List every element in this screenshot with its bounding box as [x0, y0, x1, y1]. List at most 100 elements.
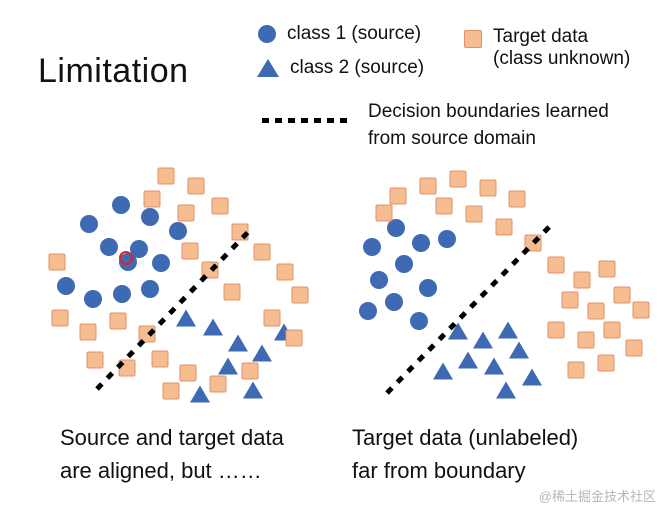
- right-cluster-class2_source-point: [433, 362, 453, 380]
- right-cluster-target_unknown-point: [508, 190, 526, 208]
- left-cluster-target_unknown-point: [211, 197, 229, 215]
- right-cluster-class1_source-point: [370, 271, 388, 289]
- right-cluster-class1_source-point: [385, 293, 403, 311]
- right-caption-line1: Target data (unlabeled): [352, 425, 579, 450]
- right-cluster-class2_source-point: [509, 341, 529, 359]
- right-cluster-class2_source-point: [458, 351, 478, 369]
- right-caption: Target data (unlabeled) far from boundar…: [352, 421, 578, 487]
- legend-target: Target data (class unknown): [464, 26, 630, 70]
- left-cluster-target_unknown-point: [291, 286, 309, 304]
- left-cluster-target_unknown-point: [201, 261, 219, 279]
- right-cluster-target_unknown-point: [632, 301, 650, 319]
- right-cluster-target_unknown-point: [577, 331, 595, 349]
- left-cluster-target_unknown-point: [276, 263, 294, 281]
- left-cluster-class1_source-point: [84, 290, 102, 308]
- left-cluster-class2_source-point: [243, 381, 263, 399]
- left-cluster-highlighted-point-ring: [119, 251, 133, 265]
- left-cluster-class1_source-point: [141, 208, 159, 226]
- legend-class2-label: class 2 (source): [290, 57, 425, 78]
- left-cluster-target_unknown-point: [109, 312, 127, 330]
- right-cluster-class1_source-point: [359, 302, 377, 320]
- right-cluster-target_unknown-point: [435, 197, 453, 215]
- right-cluster-target_unknown-point: [573, 271, 591, 289]
- left-cluster-target_unknown-point: [285, 329, 303, 347]
- left-cluster-target_unknown-point: [162, 382, 180, 400]
- right-cluster-target_unknown-point: [603, 321, 621, 339]
- left-cluster-class2_source-point: [176, 309, 196, 327]
- right-cluster-target_unknown-point: [547, 256, 565, 274]
- left-caption-line2: are aligned, but ……: [60, 458, 262, 483]
- right-cluster-target_unknown-point: [625, 339, 643, 357]
- right-cluster-class2_source-point: [473, 331, 493, 349]
- right-cluster-class1_source-point: [412, 234, 430, 252]
- left-cluster-class1_source-point: [57, 277, 75, 295]
- right-cluster-class2_source-point: [496, 381, 516, 399]
- left-cluster-target_unknown-point: [223, 283, 241, 301]
- legend-target-label-line1: Target data: [493, 26, 589, 47]
- right-cluster-target_unknown-point: [389, 187, 407, 205]
- left-cluster-class2_source-point: [228, 334, 248, 352]
- left-cluster-class2_source-point: [203, 318, 223, 336]
- class1-circle-icon: [258, 25, 276, 43]
- left-cluster-target_unknown-point: [51, 309, 69, 327]
- left-cluster-target_unknown-point: [181, 242, 199, 260]
- right-caption-line2: far from boundary: [352, 458, 526, 483]
- right-cluster-class1_source-point: [395, 255, 413, 273]
- right-cluster-target_unknown-point: [524, 234, 542, 252]
- right-cluster-class2_source-point: [498, 321, 518, 339]
- left-cluster-class1_source-point: [112, 196, 130, 214]
- legend-target-label: Target data (class unknown): [493, 26, 630, 70]
- left-cluster-class1_source-point: [152, 254, 170, 272]
- left-cluster-target_unknown-point: [209, 375, 227, 393]
- left-caption: Source and target data are aligned, but …: [60, 421, 284, 487]
- right-cluster-target_unknown-point: [561, 291, 579, 309]
- right-cluster-target_unknown-point: [567, 361, 585, 379]
- left-cluster-target_unknown-point: [86, 351, 104, 369]
- left-cluster-class1_source-point: [80, 215, 98, 233]
- left-cluster-target_unknown-point: [157, 167, 175, 185]
- right-cluster-target_unknown-point: [465, 205, 483, 223]
- legend-class1-label: class 1 (source): [287, 23, 422, 44]
- right-cluster-target_unknown-point: [419, 177, 437, 195]
- right-cluster-class1_source-point: [419, 279, 437, 297]
- left-cluster-target_unknown-point: [48, 253, 66, 271]
- right-cluster-class1_source-point: [438, 230, 456, 248]
- right-cluster-target_unknown-point: [495, 218, 513, 236]
- left-cluster-target_unknown-point: [179, 364, 197, 382]
- legend-class1: class 1 (source): [258, 23, 421, 45]
- right-cluster-target_unknown-point: [375, 204, 393, 222]
- left-cluster-class1_source-point: [169, 222, 187, 240]
- left-cluster-class1_source-point: [141, 280, 159, 298]
- right-cluster-target_unknown-point: [587, 302, 605, 320]
- watermark: @稀土掘金技术社区: [538, 489, 656, 504]
- legend-target-label-line2: (class unknown): [493, 48, 631, 69]
- left-cluster-class1_source-point: [100, 238, 118, 256]
- right-cluster-target_unknown-point: [597, 354, 615, 372]
- left-cluster-target_unknown-point: [79, 323, 97, 341]
- right-cluster-class1_source-point: [410, 312, 428, 330]
- left-cluster-target_unknown-point: [187, 177, 205, 195]
- left-cluster-target_unknown-point: [138, 325, 156, 343]
- boundary-legend-label: Decision boundaries learned from source …: [368, 101, 609, 149]
- right-cluster-class2_source-point: [522, 368, 542, 386]
- left-cluster-target_unknown-point: [253, 243, 271, 261]
- right-cluster-target_unknown-point: [598, 260, 616, 278]
- slide-title: Limitation: [38, 52, 189, 90]
- right-cluster-target_unknown-point: [547, 321, 565, 339]
- left-cluster-target_unknown-point: [231, 223, 249, 241]
- class2-triangle-icon: [257, 59, 279, 77]
- right-cluster-target_unknown-point: [479, 179, 497, 197]
- left-cluster-class1_source-point: [113, 285, 131, 303]
- legend-class2: class 2 (source): [257, 57, 424, 79]
- right-cluster-class1_source-point: [363, 238, 381, 256]
- target-square-icon: [464, 30, 482, 48]
- right-cluster-target_unknown-point: [449, 170, 467, 188]
- left-cluster-target_unknown-point: [263, 309, 281, 327]
- left-caption-line1: Source and target data: [60, 425, 284, 450]
- left-cluster-target_unknown-point: [118, 359, 136, 377]
- left-cluster-target_unknown-point: [151, 350, 169, 368]
- left-cluster-class2_source-point: [252, 344, 272, 362]
- left-cluster-target_unknown-point: [241, 362, 259, 380]
- boundary-legend-line: [262, 118, 352, 123]
